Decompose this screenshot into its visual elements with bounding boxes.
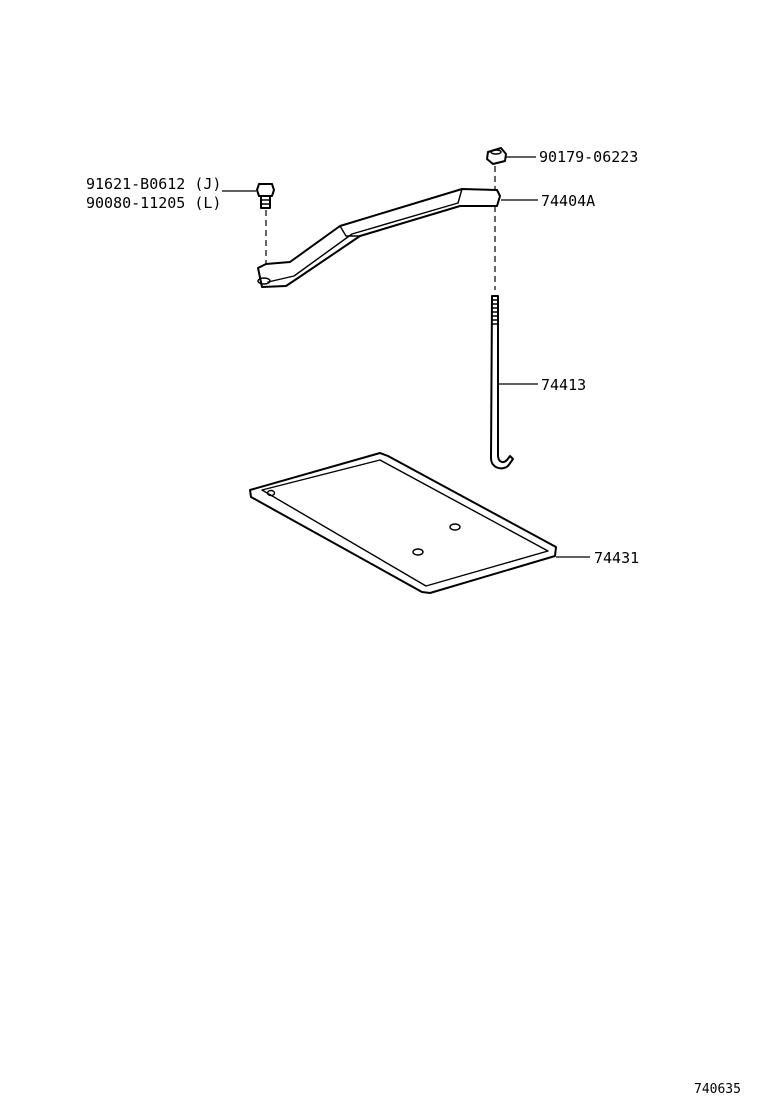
bolt-part [256, 183, 275, 209]
label-bolt-l: 90080-11205 (L) [86, 194, 221, 212]
figure-code: 740635 [694, 1082, 741, 1097]
rod-part [490, 295, 514, 470]
label-bolt-j: 91621-B0612 (J) [86, 175, 221, 193]
clamp-part [257, 188, 501, 288]
nut-part [486, 147, 507, 165]
label-tray: 74431 [594, 549, 639, 567]
tray-part [249, 452, 557, 594]
label-rod: 74413 [541, 376, 586, 394]
label-clamp: 74404A [541, 192, 595, 210]
label-nut: 90179-06223 [539, 148, 638, 166]
